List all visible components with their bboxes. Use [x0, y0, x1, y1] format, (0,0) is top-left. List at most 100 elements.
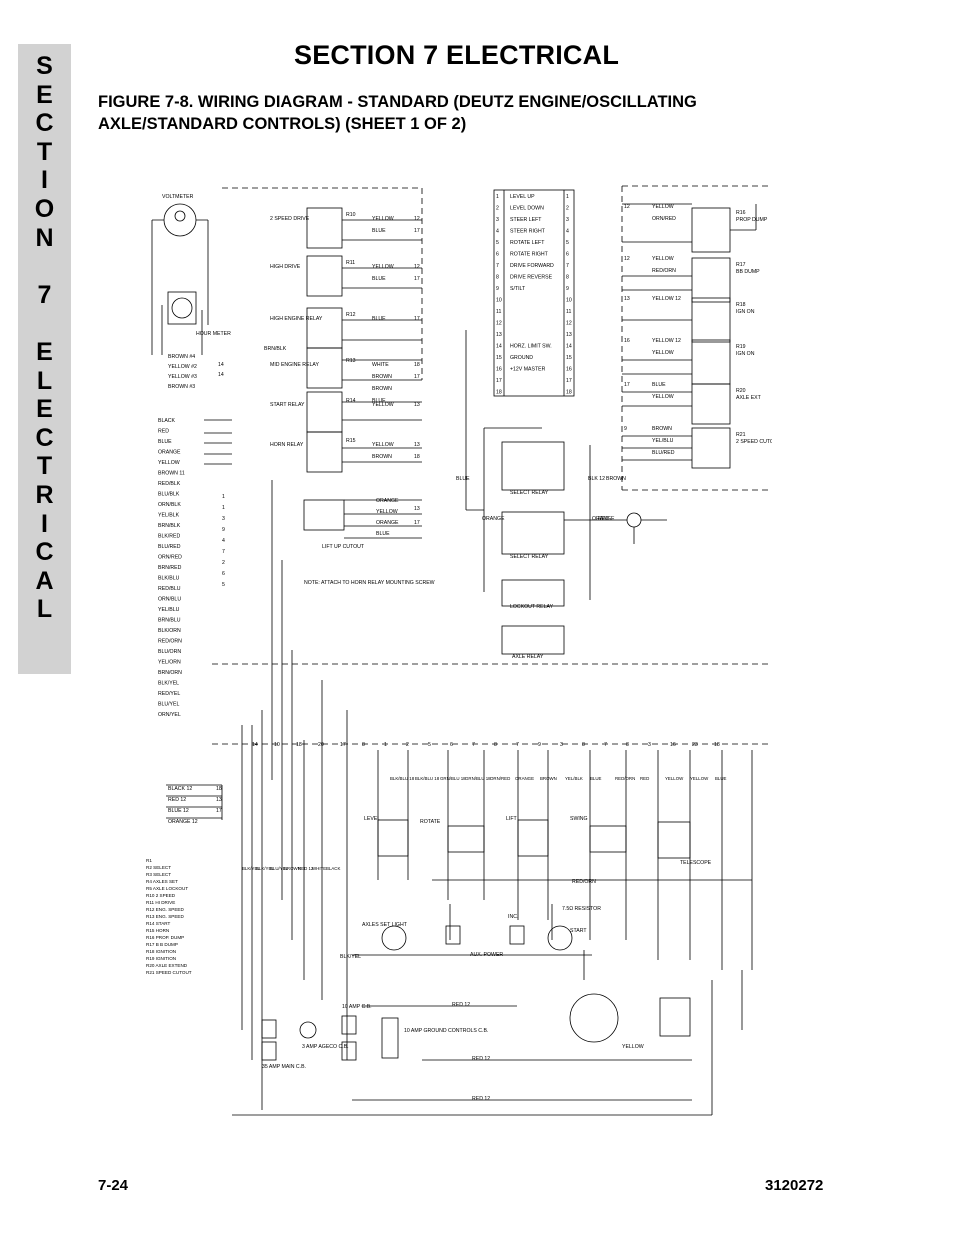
- relay-ref: R13: [346, 358, 356, 364]
- meter-wire-label: YELLOW #3: [168, 374, 197, 380]
- terminal-strip-label: DRIVE FORWARD: [510, 263, 554, 269]
- bus-terminal-label: 14: [252, 742, 258, 748]
- red12-label: RED 12: [452, 1002, 470, 1008]
- vertical-wire-label: BLK 12: [588, 476, 605, 482]
- bus-terminal-label: 3: [648, 742, 651, 748]
- switch-wire-label: BLUE: [590, 776, 602, 781]
- switch-wire-label: BLUE: [715, 776, 727, 781]
- right-relay-ref: R21: [736, 432, 746, 438]
- right-relay-wire: YELLOW: [652, 394, 674, 400]
- relay-terminal-label: 12: [414, 264, 420, 270]
- bus-terminal-label: 8: [582, 742, 585, 748]
- right-relay-terminal: 12: [624, 204, 630, 210]
- right-relay-wire: ORN/RED: [652, 216, 676, 222]
- strip-number-right: 10: [566, 298, 572, 304]
- switch-wire-label: GRN/BLU 18: [465, 776, 491, 781]
- relay-label: START RELAY: [270, 402, 305, 408]
- inc-label: INC.: [508, 914, 518, 920]
- strip-number-right: 6: [566, 252, 569, 258]
- relay-ref: R14: [346, 398, 356, 404]
- left-wire-label: BLUE: [158, 439, 172, 445]
- relay-ref: R11: [346, 260, 355, 266]
- legend-item: R11 HI DRIVE: [146, 900, 175, 905]
- relay-terminal-label: 12: [414, 216, 420, 222]
- relay-wire-label: BLUE: [372, 276, 386, 282]
- left-tag-label: 1: [222, 494, 225, 500]
- left-tag-label: 4: [222, 538, 225, 544]
- left-tag-label: 1: [222, 505, 225, 511]
- relay-wire-label: BLUE: [372, 228, 386, 234]
- switch-wire-label: YELLOW: [665, 776, 684, 781]
- bus-terminal-label: 6: [450, 742, 453, 748]
- right-relay-terminal: 16: [624, 338, 630, 344]
- legend-item: R12 ENG. SPEED: [146, 907, 184, 912]
- footer-doc-number: 3120272: [765, 1177, 824, 1194]
- relay-label: HIGH DRIVE: [270, 264, 301, 270]
- terminal-strip-label: STEER RIGHT: [510, 229, 546, 235]
- strip-number-left: 12: [496, 321, 502, 327]
- right-relay-ref: R19: [736, 344, 746, 350]
- strip-number-right: 7: [566, 263, 569, 269]
- left-wire-label: ORANGE: [158, 450, 181, 456]
- strip-number-left: 18: [496, 390, 502, 396]
- relay-wire-label: BLUE: [372, 398, 386, 404]
- section-title: SECTION 7 ELECTRICAL: [294, 40, 620, 70]
- lower-vertical-wire: WHITE: [312, 866, 326, 871]
- relay-label: MID ENGINE RELAY: [270, 362, 319, 368]
- terminal-strip-label: HORZ. LIMIT SW.: [510, 344, 552, 350]
- relay-terminal-label: 18: [414, 362, 420, 368]
- aux-power-label: AUX. POWER: [470, 952, 503, 958]
- axle-relay-label: AXLE RELAY: [512, 654, 544, 660]
- figure-title: FIGURE 7-8. WIRING DIAGRAM - STANDARD (D…: [98, 93, 697, 133]
- switch-label: LEVEL: [364, 816, 380, 822]
- lower-vertical-wire: BLK/YEL: [256, 866, 274, 871]
- switch-wire-label: BROWN: [540, 776, 557, 781]
- legend-item: R13 ENG. SPEED: [146, 914, 184, 919]
- relay-wire-label: BLUE: [372, 316, 386, 322]
- left-wire-label: YEL/BLU: [158, 607, 180, 613]
- vertical-wire-label: RED: [598, 516, 609, 522]
- left-wire-label: BLK/YEL: [158, 681, 179, 687]
- strip-number-left: 10: [496, 298, 502, 304]
- red-orn-label: RED/ORN: [572, 879, 596, 885]
- strip-number-left: 9: [496, 286, 499, 292]
- left-wire-label: BLK/ORN: [158, 628, 181, 634]
- strip-number-right: 5: [566, 240, 569, 246]
- left-wire-label: BRN/ORN: [158, 670, 182, 676]
- strip-number-right: 1: [566, 194, 569, 200]
- bus-terminal-label: 18: [714, 742, 720, 748]
- legend-item: R14 START: [146, 921, 171, 926]
- strip-number-left: 17: [496, 378, 502, 384]
- bottom-left-terminal: 13: [216, 797, 222, 803]
- terminal-strip-label: ROTATE LEFT: [510, 240, 545, 246]
- meter-terminal-label: 14: [218, 362, 224, 368]
- bus-terminal-label: 20: [318, 742, 324, 748]
- left-wire-label: BLK/BLU: [158, 576, 180, 582]
- strip-number-right: 18: [566, 390, 572, 396]
- lift-up-wire: ORANGE: [376, 520, 399, 526]
- terminal-strip-label: GROUND: [510, 355, 533, 361]
- lift-up-wire: BLUE: [376, 531, 390, 537]
- right-relay-ref: R18: [736, 302, 746, 308]
- hour-meter-label: HOUR METER: [196, 331, 231, 337]
- bus-terminal-label: 18: [296, 742, 302, 748]
- legend-item: R4 AXLES SET: [146, 879, 178, 884]
- left-wire-label: RED/BLU: [158, 586, 181, 592]
- side-tab-letter: S: [36, 52, 53, 80]
- left-wire-label: ORN/BLU: [158, 597, 181, 603]
- right-relay-terminal: 13: [624, 296, 630, 302]
- right-relay-label: PROP DUMP: [736, 217, 768, 223]
- side-tab-letter: T: [36, 452, 53, 481]
- legend-item: R20 AXLE EXTEND: [146, 963, 188, 968]
- bus-terminal-label: 7: [472, 742, 475, 748]
- voltmeter-label: VOLTMETER: [162, 194, 194, 200]
- relay-label: 2 SPEED DRIVE: [270, 216, 310, 222]
- yellow-label: YELLOW: [622, 1044, 644, 1050]
- vertical-wire-label: ORANGE: [482, 516, 505, 522]
- relay-terminal-label: 17: [414, 374, 420, 380]
- right-relay-wire: YELLOW 12: [652, 338, 681, 344]
- lower-vertical-wire: BLU/YEL: [270, 866, 289, 871]
- strip-number-right: 16: [566, 367, 572, 373]
- left-wire-label: BLU/YEL: [158, 702, 179, 708]
